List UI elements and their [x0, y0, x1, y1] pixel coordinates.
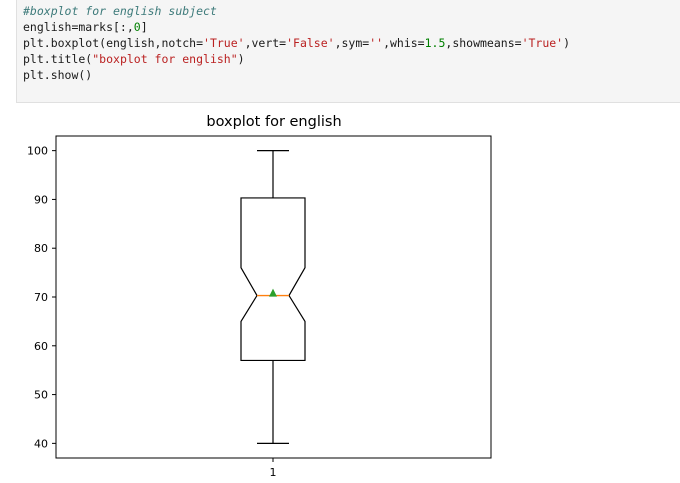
y-tick-label: 100 [27, 145, 48, 158]
code-token: plt.boxplot(english,notch= [23, 36, 204, 50]
code-token: 'True' [521, 36, 564, 50]
x-tick-label: 1 [270, 466, 277, 479]
y-tick-label: 40 [34, 437, 48, 450]
code-token: ] [140, 20, 148, 34]
code-token: plt.show() [23, 68, 93, 82]
code-token: "boxplot for english" [92, 52, 238, 66]
code-token: english=marks[:, [23, 20, 134, 34]
code-token: 1.5 [424, 36, 446, 50]
y-tick-label: 90 [34, 193, 48, 206]
y-tick-label: 60 [34, 340, 48, 353]
code-token: 'True' [203, 36, 245, 50]
code-token: #boxplot for english subject [23, 4, 217, 18]
notched-box [240, 197, 306, 362]
chart-title: boxplot for english [206, 114, 342, 130]
code-token: plt.title( [23, 52, 93, 66]
box-marks [240, 150, 306, 444]
code-line: plt.boxplot(english,notch='True',vert='F… [23, 35, 570, 51]
code-token: ,sym= [334, 36, 370, 50]
y-tick-label: 80 [34, 242, 48, 255]
mean-marker [269, 288, 277, 297]
code-token: ,showmeans= [445, 36, 522, 50]
y-tick-label: 70 [34, 291, 48, 304]
code-token: ) [237, 52, 245, 66]
code-token: '' [369, 36, 384, 50]
code-line: english=marks[:,0] [23, 19, 148, 35]
code-line: plt.show() [23, 67, 92, 83]
y-axis-ticks: 40 50 60 70 80 90 100 1 [27, 145, 277, 479]
y-tick-label: 50 [34, 389, 48, 402]
code-token: ) [563, 36, 571, 50]
code-token: 0 [133, 20, 141, 34]
code-token: 'False' [286, 36, 335, 50]
code-token: ,vert= [244, 36, 287, 50]
code-line: #boxplot for english subject [23, 3, 217, 19]
code-line: plt.title("boxplot for english") [23, 51, 245, 67]
code-token: ,whis= [383, 36, 425, 50]
